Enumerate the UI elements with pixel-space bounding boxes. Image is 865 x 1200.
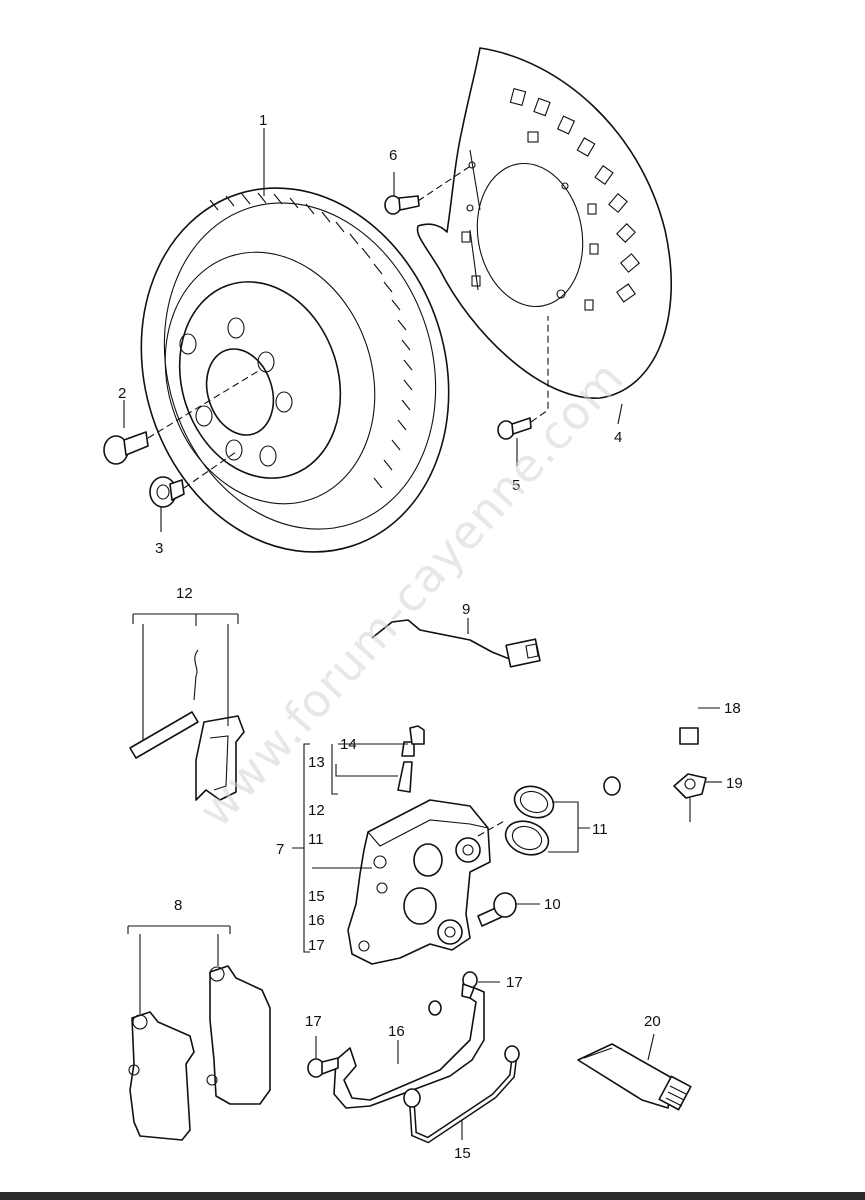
lubricant-tube[interactable]	[577, 1043, 692, 1111]
locating-screw-3[interactable]	[149, 476, 185, 508]
spreader-spring[interactable]	[195, 715, 245, 801]
bottom-bar	[0, 1192, 865, 1200]
label-14: 14	[340, 736, 357, 753]
retaining-pin[interactable]	[129, 711, 199, 759]
label-5: 5	[512, 477, 520, 494]
label-20: 20	[644, 1013, 661, 1030]
bracket-screw-upper[interactable]	[461, 971, 478, 999]
label-3: 3	[155, 540, 163, 557]
bracket-screw-left[interactable]	[307, 1057, 339, 1078]
label-16: 16	[388, 1023, 405, 1040]
brake-line[interactable]	[603, 672, 699, 796]
brake-pipe[interactable]	[403, 1045, 520, 1144]
label-2: 2	[118, 385, 126, 402]
label-12-group: 12	[308, 802, 325, 819]
brake-line-clip[interactable]	[673, 773, 707, 799]
label-11-seals: 11	[592, 821, 608, 838]
label-15-group: 15	[308, 888, 325, 905]
label-15: 15	[454, 1145, 471, 1162]
label-8: 8	[174, 897, 182, 914]
label-9: 9	[462, 601, 470, 618]
caliper-mounting-bolt[interactable]	[477, 892, 517, 927]
brake-pad-outer[interactable]	[206, 965, 271, 1105]
label-16-group: 16	[308, 912, 325, 929]
label-7: 7	[276, 841, 284, 858]
dust-cap-14[interactable]	[409, 725, 425, 745]
brake-disc[interactable]	[95, 148, 495, 593]
label-18: 18	[724, 700, 741, 717]
label-10: 10	[544, 896, 561, 913]
wheel-bolt-2[interactable]	[103, 431, 149, 465]
brake-wear-sensor[interactable]	[371, 619, 541, 668]
brake-pad-inner[interactable]	[128, 1011, 195, 1141]
label-4: 4	[614, 429, 622, 446]
label-17-upper: 17	[506, 974, 523, 991]
label-6: 6	[389, 147, 397, 164]
label-1: 1	[259, 112, 267, 129]
caliper-seal-rings[interactable]	[501, 781, 558, 860]
label-17-left: 17	[305, 1013, 322, 1030]
bleed-valve-13[interactable]	[397, 741, 415, 793]
label-11-group: 11	[308, 831, 324, 848]
label-12-top: 12	[176, 585, 193, 602]
brake-caliper[interactable]	[347, 799, 491, 965]
shield-bolt-5[interactable]	[497, 417, 532, 440]
label-17-group: 17	[308, 937, 325, 954]
label-13: 13	[308, 754, 325, 771]
label-19: 19	[726, 775, 743, 792]
shield-bolt-6[interactable]	[384, 195, 420, 215]
brake-dust-shield[interactable]	[416, 47, 672, 399]
